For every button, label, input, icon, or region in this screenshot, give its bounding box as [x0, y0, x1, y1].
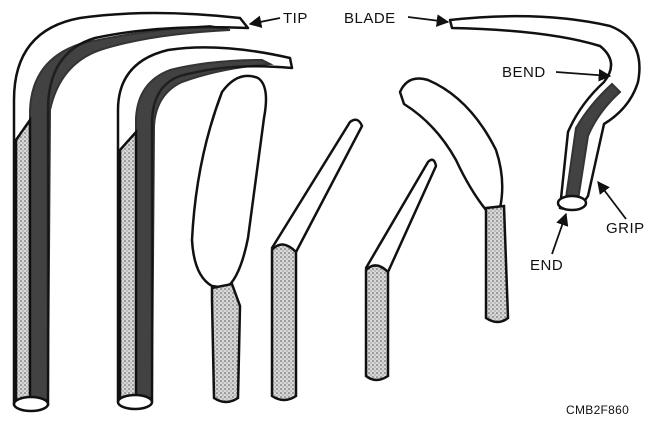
label-grip-group: GRIP [598, 182, 645, 237]
label-end-group: END [530, 214, 566, 274]
figure-code: CMB2F860 [566, 403, 629, 417]
label-blade: BLADE [344, 10, 396, 27]
tool-flat-blade-scraper [192, 76, 266, 402]
label-end: END [530, 257, 563, 274]
tool-straight-chisel-scraper-short [366, 160, 436, 380]
label-bend: BEND [502, 64, 546, 81]
label-blade-group: BLADE [344, 10, 448, 27]
label-tip-group: TIP [250, 10, 308, 27]
label-bend-group: BEND [502, 64, 610, 81]
label-tip: TIP [283, 10, 308, 27]
tool-straight-chisel-scraper-long [272, 120, 362, 400]
label-grip: GRIP [606, 220, 645, 237]
